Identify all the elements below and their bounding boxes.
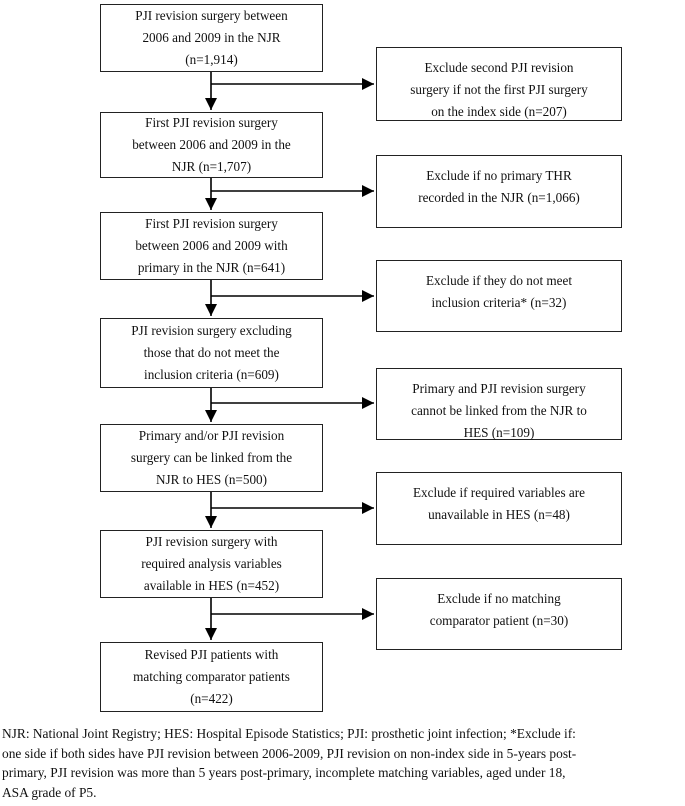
exclusion-box-1: Exclude second PJI revision surgery if n… bbox=[376, 47, 622, 121]
flow-step-4-text: PJI revision surgery excluding those tha… bbox=[131, 323, 292, 382]
flow-step-1: PJI revision surgery between 2006 and 20… bbox=[100, 4, 323, 72]
exclusion-box-1-text: Exclude second PJI revision surgery if n… bbox=[410, 60, 588, 119]
flow-step-2: First PJI revision surgery between 2006 … bbox=[100, 112, 323, 178]
flow-step-6: PJI revision surgery with required analy… bbox=[100, 530, 323, 598]
flow-step-5-text: Primary and/or PJI revision surgery can … bbox=[130, 428, 293, 487]
exclusion-box-2: Exclude if no primary THR recorded in th… bbox=[376, 155, 622, 228]
flow-step-6-text: PJI revision surgery with required analy… bbox=[141, 534, 282, 593]
exclusion-box-3-text: Exclude if they do not meet inclusion cr… bbox=[425, 273, 573, 310]
exclusion-box-5-text: Exclude if required variables are unavai… bbox=[412, 485, 586, 522]
flow-step-4: PJI revision surgery excluding those tha… bbox=[100, 318, 323, 388]
exclusion-box-6: Exclude if no matching comparator patien… bbox=[376, 578, 622, 650]
exclusion-box-4: Primary and PJI revision surgery cannot … bbox=[376, 368, 622, 440]
exclusion-box-5: Exclude if required variables are unavai… bbox=[376, 472, 622, 545]
exclusion-box-6-text: Exclude if no matching comparator patien… bbox=[429, 591, 569, 628]
flow-step-5: Primary and/or PJI revision surgery can … bbox=[100, 424, 323, 492]
flow-step-3: First PJI revision surgery between 2006 … bbox=[100, 212, 323, 280]
flow-step-7: Revised PJI patients with matching compa… bbox=[100, 642, 323, 712]
footnote-text: NJR: National Joint Registry; HES: Hospi… bbox=[2, 726, 577, 800]
exclusion-box-3: Exclude if they do not meet inclusion cr… bbox=[376, 260, 622, 332]
exclusion-box-4-text: Primary and PJI revision surgery cannot … bbox=[411, 381, 587, 440]
flow-step-1-text: PJI revision surgery between 2006 and 20… bbox=[135, 8, 288, 67]
flow-step-2-text: First PJI revision surgery between 2006 … bbox=[132, 115, 291, 174]
exclusion-box-2-text: Exclude if no primary THR recorded in th… bbox=[418, 168, 580, 205]
flow-step-3-text: First PJI revision surgery between 2006 … bbox=[135, 216, 288, 275]
flow-step-7-text: Revised PJI patients with matching compa… bbox=[133, 647, 290, 706]
